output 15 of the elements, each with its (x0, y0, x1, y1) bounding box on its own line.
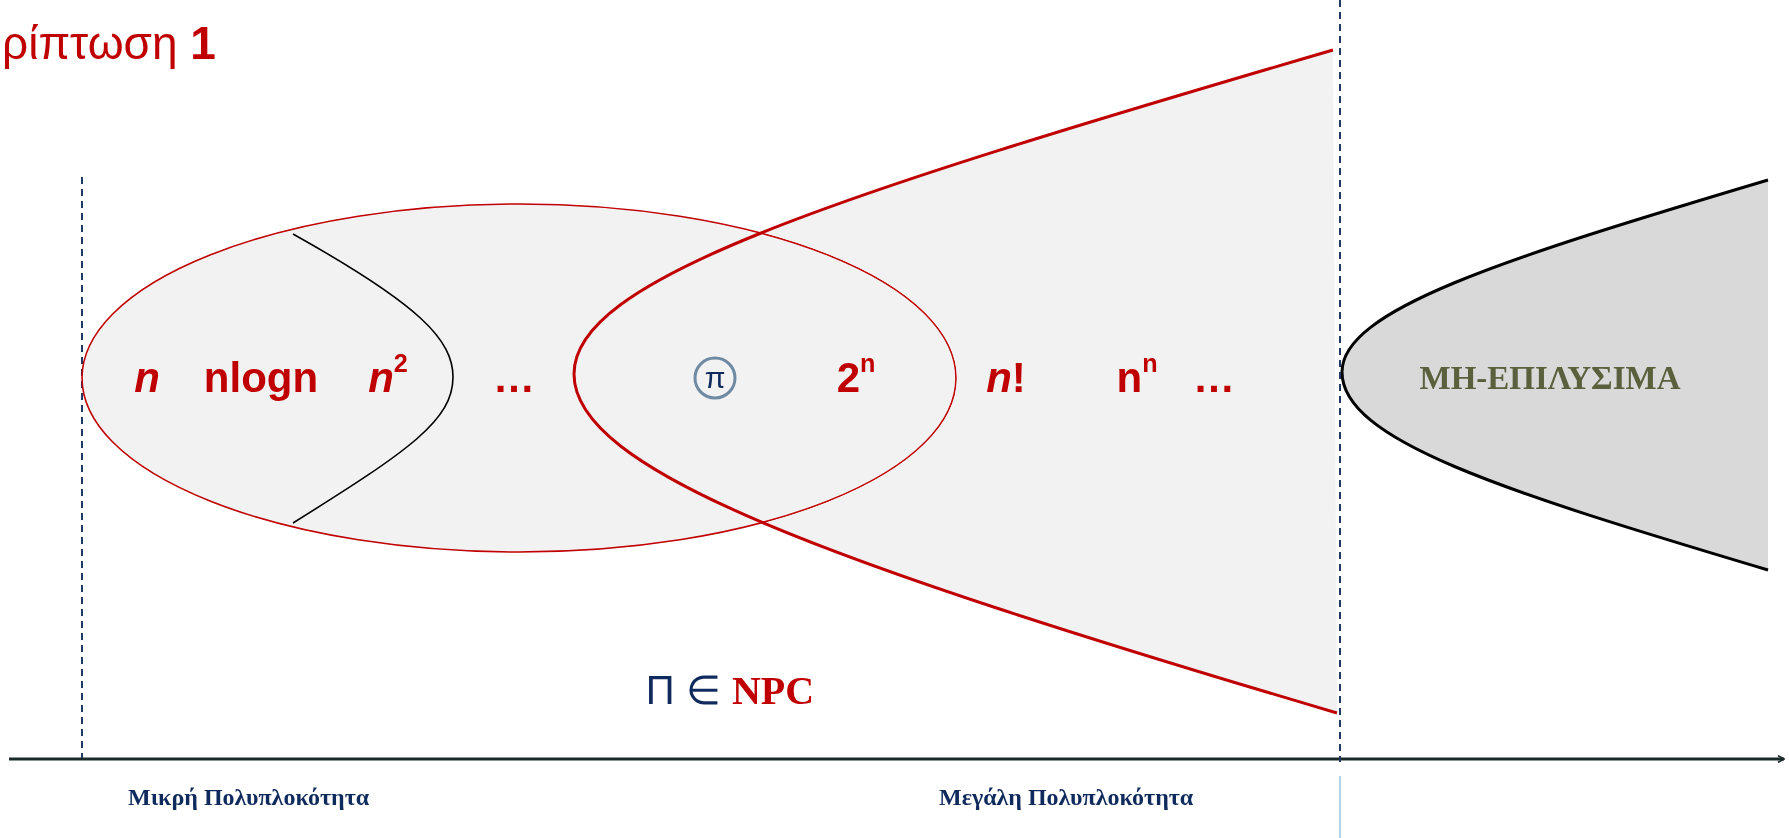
complexity-term: nlogn (203, 357, 319, 399)
axis-label: Μεγάλη Πολυπλοκότητα (939, 783, 1194, 812)
complexity-term: n (134, 357, 160, 399)
np-funnel-region (572, 48, 1340, 716)
diagram-title: ρίπτωση 1 (2, 18, 216, 69)
complexity-term: n! (986, 357, 1026, 399)
membership-statement: Π ∈ NPC (645, 667, 815, 713)
region-label: ΜΗ-ΕΠΙΛΥΣΙΜΑ (1419, 361, 1681, 395)
complexity-term: n$^{n}$ (1116, 357, 1158, 399)
complexity-term: 2$^{n}$ (836, 357, 876, 399)
ellipsis: … (1193, 357, 1235, 399)
ellipsis: … (493, 357, 535, 399)
problem-symbol: π (704, 363, 726, 393)
unsolvable-region (1340, 178, 1770, 572)
axis-label: Μικρή Πολυπλοκότητα (128, 783, 370, 812)
